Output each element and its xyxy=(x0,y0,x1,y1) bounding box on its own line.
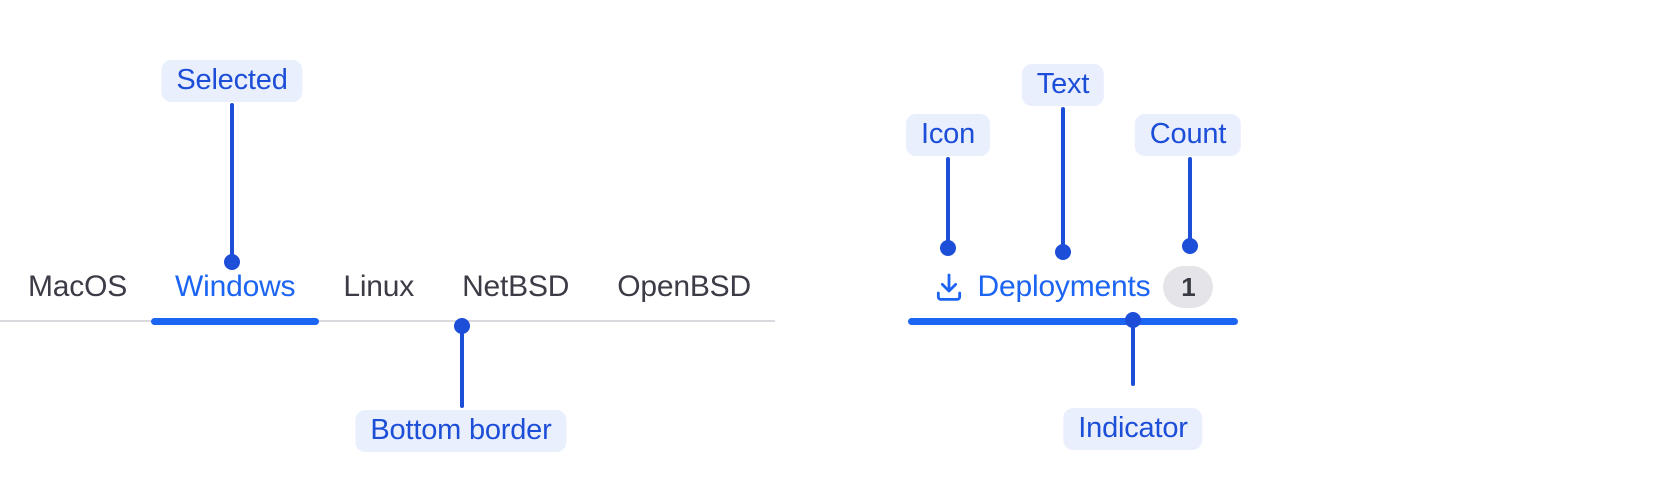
selected-tab-indicator xyxy=(151,318,320,325)
tab-openbsd[interactable]: OpenBSD xyxy=(593,254,775,320)
annotation-icon: Icon xyxy=(905,114,991,156)
tab-count-badge: 1 xyxy=(1163,266,1214,308)
annotation-indicator: Indicator xyxy=(1063,408,1203,450)
annotation-text: Text xyxy=(1021,64,1105,106)
tab-deployments[interactable]: Deployments 1 xyxy=(908,254,1238,325)
tab-label: Deployments xyxy=(977,270,1151,303)
tab-label: NetBSD xyxy=(462,270,570,303)
tab-label: Windows xyxy=(175,270,296,303)
tab-linux[interactable]: Linux xyxy=(319,254,438,320)
tab-bar: MacOS Windows Linux NetBSD OpenBSD xyxy=(0,254,775,325)
annotation-dot xyxy=(940,240,956,256)
annotation-selected: Selected xyxy=(161,60,303,102)
annotation-dot xyxy=(454,318,470,334)
annotation-count: Count xyxy=(1134,114,1242,156)
annotation-line xyxy=(460,330,464,408)
tab-netbsd[interactable]: NetBSD xyxy=(438,254,593,320)
annotation-dot xyxy=(224,254,240,270)
annotation-line xyxy=(1188,157,1192,240)
annotation-dot xyxy=(1055,244,1071,260)
annotation-line xyxy=(1131,324,1135,386)
annotation-line xyxy=(230,103,234,256)
annotation-dot xyxy=(1182,238,1198,254)
tab-macos[interactable]: MacOS xyxy=(4,254,151,320)
download-icon xyxy=(936,273,961,301)
annotation-dot xyxy=(1125,312,1141,328)
tab-label: OpenBSD xyxy=(617,270,751,303)
tab-windows[interactable]: Windows xyxy=(151,254,320,325)
selected-tab-indicator xyxy=(908,318,1238,325)
annotation-line xyxy=(946,157,950,242)
tab-label: MacOS xyxy=(28,270,128,303)
annotation-line xyxy=(1061,107,1065,246)
annotation-bottom-border: Bottom border xyxy=(355,410,567,452)
tab-label: Linux xyxy=(343,270,415,303)
